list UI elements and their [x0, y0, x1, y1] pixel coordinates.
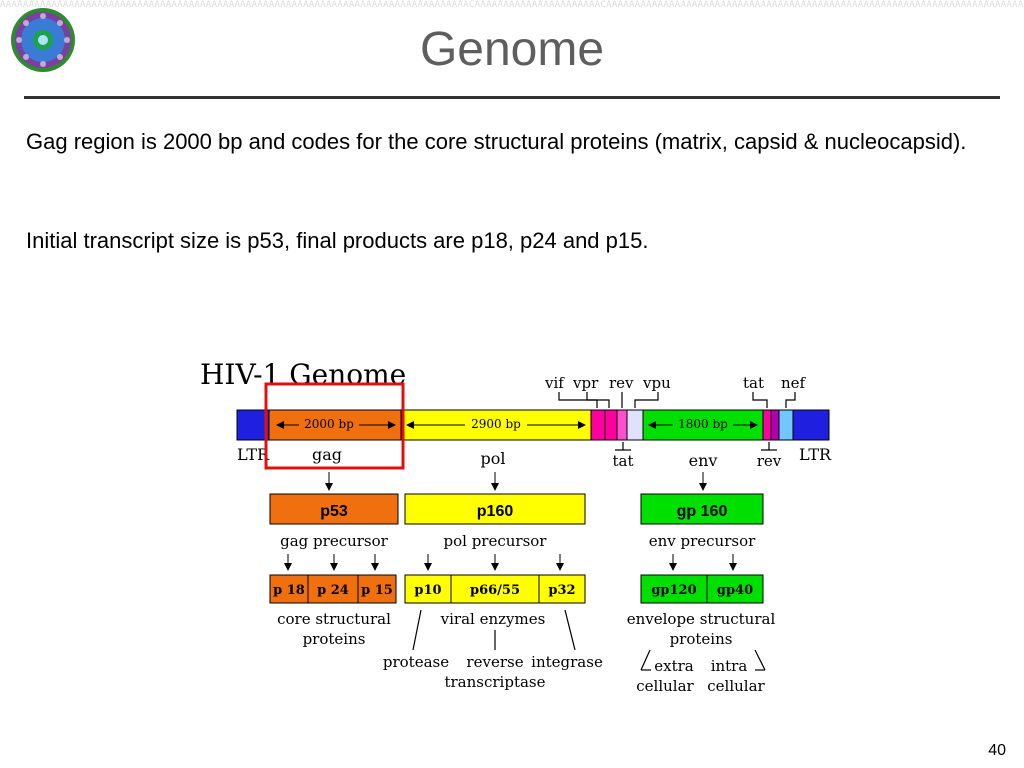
- gag-highlight-box: [264, 382, 405, 470]
- figure-title: HIV-1 Genome: [200, 358, 406, 391]
- extra-cellular-label: cellular: [636, 677, 694, 695]
- rev-bottom-label: rev: [757, 452, 782, 470]
- envelope-structural-caption-2: proteins: [670, 630, 733, 648]
- title-divider: [24, 96, 1000, 99]
- p10-label: p10: [414, 583, 441, 598]
- ltr-left-label: LTR: [237, 445, 270, 464]
- intra-label: intra: [711, 657, 748, 675]
- p15-label: p 15: [361, 583, 393, 598]
- ltr-left-block: [236, 409, 270, 441]
- vif-block: [590, 409, 606, 441]
- gag-precursor-caption: gag precursor: [280, 532, 389, 550]
- vpu-block: [626, 409, 644, 441]
- rev-exon2-block: [770, 409, 780, 441]
- gag-label: gag: [312, 445, 342, 464]
- page-number: 40: [988, 742, 1006, 759]
- env-label: env: [689, 451, 718, 470]
- gp40-box: [706, 574, 764, 604]
- viral-enzymes-caption: viral enzymes: [440, 610, 546, 628]
- integrase-label: integrase: [531, 653, 603, 671]
- intra-cellular-label: cellular: [707, 677, 765, 695]
- gp160-label: gp 160: [677, 503, 728, 520]
- gp40-label: gp40: [717, 583, 753, 598]
- pol-label: pol: [481, 449, 506, 468]
- p15-box: [357, 574, 397, 604]
- gag-description-text: Gag region is 2000 bp and codes for the …: [26, 129, 967, 154]
- ltr-right-block: [792, 409, 830, 441]
- tat-top-label: tat: [743, 374, 764, 392]
- tat-bottom-label: tat: [613, 452, 634, 470]
- p24-label: p 24: [317, 583, 349, 598]
- transcript-description-text: Initial transcript size is p53, final pr…: [26, 228, 649, 253]
- p10-box: [404, 574, 452, 604]
- rev-top-label: rev: [609, 374, 634, 392]
- p66-55-box: [450, 574, 540, 604]
- pol-span-label: 2900 bp: [471, 417, 521, 431]
- tat-exon2-block: [762, 409, 772, 441]
- envelope-structural-caption-1: envelope structural: [627, 610, 776, 628]
- p32-label: p32: [548, 583, 575, 598]
- protease-label: protease: [383, 653, 449, 671]
- vif-label: vif: [544, 374, 565, 392]
- reverse-label: reverse: [466, 653, 523, 671]
- p53-box: [269, 493, 399, 525]
- core-structural-caption-2: proteins: [303, 630, 366, 648]
- p53-label: p53: [320, 503, 348, 520]
- slide-title: Genome: [419, 23, 605, 76]
- env-span-label: 1800 bp: [678, 417, 728, 431]
- p18-box: [269, 574, 309, 604]
- ltr-right-label: LTR: [799, 445, 832, 464]
- nef-block: [778, 409, 794, 441]
- rev-exon1-block: [616, 409, 628, 441]
- vpr-label: vpr: [572, 374, 599, 392]
- vpu-label: vpu: [642, 374, 671, 392]
- gag-span-label: 2000 bp: [304, 417, 354, 431]
- env-precursor-caption: env precursor: [649, 532, 756, 550]
- nef-label: nef: [781, 374, 807, 392]
- vpr-block: [604, 409, 618, 441]
- p160-label: p160: [477, 503, 514, 520]
- pol-precursor-caption: pol precursor: [444, 532, 548, 550]
- p18-label: p 18: [273, 583, 305, 598]
- extra-label: extra: [654, 657, 694, 675]
- gp160-box: [640, 493, 764, 525]
- transcriptase-label: transcriptase: [444, 673, 545, 691]
- p32-box: [538, 574, 586, 604]
- core-structural-caption-1: core structural: [277, 610, 391, 628]
- virus-logo-icon: [11, 8, 75, 72]
- gp120-label: gp120: [651, 583, 696, 598]
- p66-55-label: p66/55: [470, 583, 520, 598]
- gp120-box: [640, 574, 708, 604]
- p160-box: [404, 493, 586, 525]
- hiv-genome-figure: HIV-1 Genome 2000 bp 2900 bp 1800 bp vif…: [195, 348, 867, 704]
